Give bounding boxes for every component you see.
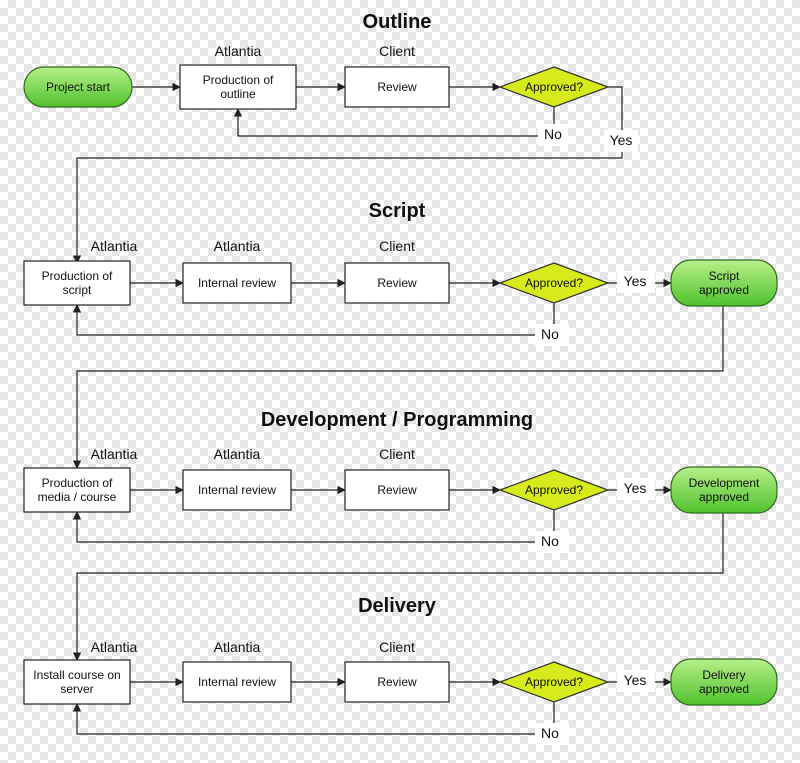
section-2-approved-terminal [670,259,778,307]
project-start-terminal [23,66,133,108]
section-3-role-atlantia-1: Atlantia [91,446,138,462]
section-4-title: Delivery [358,595,437,617]
section-3-no-label: No [541,533,559,549]
section-2-approved-decision [498,262,610,304]
label-background [535,324,569,346]
client-review-label: Review [377,80,417,94]
section-4-client-review-box [344,661,450,703]
section-2-yes-label: Yes [624,273,647,289]
section-3-role-client: Client [379,446,415,462]
yes-path-to-script [72,86,623,264]
decision-label: Approved? [525,80,583,94]
project-start-label: Project start [46,80,111,94]
label-background [604,130,638,152]
section-4-internal-review-box [182,661,292,703]
label-background [617,670,655,692]
section-3-client-review-label: Review [377,483,417,497]
approved-decision [498,66,610,108]
section-2-role-atlantia-2: Atlantia [214,238,261,254]
label-background [538,124,568,146]
section-3-approved-terminal [670,466,778,514]
section-3-internal-review-label: Internal review [198,483,276,497]
section-4-internal-review-label: Internal review [198,675,276,689]
section-4-yes-label: Yes [624,672,647,688]
section-4-role-atlantia-2: Atlantia [214,639,261,655]
section-3-client-review-box [344,469,450,511]
label-background [617,478,655,500]
section-1-title: Outline [363,11,432,33]
section-3-production-box [23,467,131,513]
section-4-no-label: No [541,725,559,741]
section-3-no-loop-line [72,510,555,543]
section-2-role-client: Client [379,238,415,254]
section-4-production-box [23,659,131,705]
section-2-no-label: No [541,326,559,342]
section-2-internal-review-label: Internal review [198,276,276,290]
section-2-role-atlantia-1: Atlantia [91,238,138,254]
section-2-no-loop-line [72,303,555,336]
section-3-approved-decision [498,469,610,511]
section-3-internal-review-box [182,469,292,511]
section-4-role-client: Client [379,639,415,655]
section-2-decision-label: Approved? [525,276,583,290]
section-4-client-review-label: Review [377,675,417,689]
yes-label: Yes [610,132,633,148]
section-2-continue-line [72,306,724,469]
role-client: Client [379,43,415,59]
client-review-box [344,66,450,108]
section-2-client-review-label: Review [377,276,417,290]
section-4-approved-terminal [670,658,778,706]
label-background [617,271,655,293]
section-2-production-box [23,260,131,306]
section-3-continue-line [72,513,724,661]
section-3-title: Development / Programming [261,409,533,431]
section-4-no-loop-line [72,702,555,735]
label-background [535,531,569,553]
label-background [535,723,569,745]
section-3-decision-label: Approved? [525,483,583,497]
role-atlantia: Atlantia [215,43,262,59]
no-label: No [544,126,562,142]
section-4-decision-label: Approved? [525,675,583,689]
section-4-approved-decision [498,661,610,703]
section-4-role-atlantia-1: Atlantia [91,639,138,655]
section-2-title: Script [369,200,426,222]
section-2-internal-review-box [182,262,292,304]
section-2-client-review-box [344,262,450,304]
section-3-role-atlantia-2: Atlantia [214,446,261,462]
no-loop-line [233,107,555,137]
production-outline-box [179,64,297,110]
section-3-yes-label: Yes [624,480,647,496]
